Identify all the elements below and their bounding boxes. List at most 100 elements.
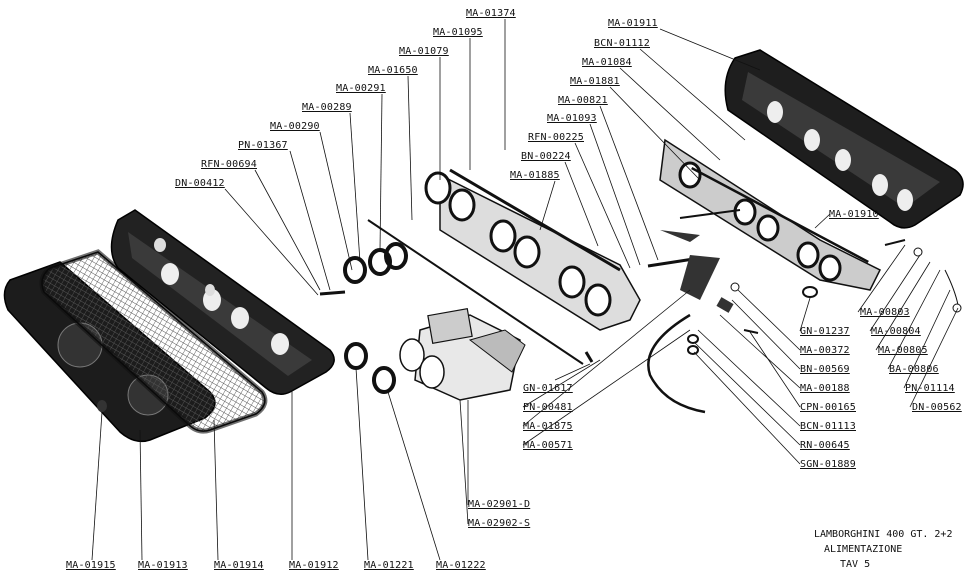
leader-line xyxy=(522,289,691,427)
leader-line xyxy=(887,269,941,370)
leader-line xyxy=(697,329,801,427)
leader-line xyxy=(349,112,361,263)
part-label-pn-00481: PN-00481 xyxy=(523,402,573,413)
leader-line xyxy=(639,48,746,141)
part-label-ma-01913: MA-01913 xyxy=(138,560,188,571)
title-line-model: LAMBORGHINI 400 GT. 2+2 xyxy=(814,529,953,540)
part-label-ma-01881: MA-01881 xyxy=(570,76,620,87)
leader-line xyxy=(522,329,691,446)
air-filter-housing-right xyxy=(724,49,964,229)
leader-line xyxy=(731,299,801,370)
nut-part xyxy=(97,400,107,412)
part-label-bcn-01112: BCN-01112 xyxy=(594,38,650,49)
part-label-ma-01914: MA-01914 xyxy=(214,560,264,571)
part-label-ma-01885: MA-01885 xyxy=(510,170,560,181)
part-label-ma-01910: MA-01910 xyxy=(829,209,879,220)
part-label-bn-00569: BN-00569 xyxy=(800,364,850,375)
part-label-ma-02902-s: MA-02902-S xyxy=(468,518,531,529)
part-label-cpn-00165: CPN-00165 xyxy=(800,402,856,413)
leader-line xyxy=(554,363,591,381)
part-label-ma-02901-d: MA-02901-D xyxy=(468,499,531,510)
leader-line xyxy=(459,399,469,525)
part-label-gn-01237: GN-01237 xyxy=(800,326,850,337)
leader-line xyxy=(91,411,103,561)
leader-lines xyxy=(91,19,959,561)
part-label-ma-01095: MA-01095 xyxy=(433,27,483,38)
part-label-pn-01114: PN-01114 xyxy=(905,383,955,394)
leader-line xyxy=(693,351,801,465)
title-line-section: ALIMENTAZIONE xyxy=(824,544,903,555)
part-label-ma-00571: MA-00571 xyxy=(523,440,573,451)
leader-line xyxy=(909,307,959,408)
part-label-ma-01915: MA-01915 xyxy=(66,560,116,571)
leader-line xyxy=(599,105,659,261)
intake-manifold-right xyxy=(659,138,882,291)
leader-line xyxy=(589,123,641,266)
leader-line xyxy=(254,169,321,291)
leader-line xyxy=(564,161,599,247)
part-label-ma-00803: MA-00803 xyxy=(860,307,910,318)
part-label-ma-01093: MA-01093 xyxy=(547,113,597,124)
leader-line xyxy=(387,391,441,561)
leader-line xyxy=(319,131,353,271)
leader-line xyxy=(693,341,801,446)
title-block: LAMBORGHINI 400 GT. 2+2 ALIMENTAZIONE TA… xyxy=(802,527,952,572)
part-label-gn-01617: GN-01617 xyxy=(523,383,573,394)
part-label-ma-01084: MA-01084 xyxy=(582,57,632,68)
leader-line xyxy=(903,289,951,389)
leader-line xyxy=(609,86,701,181)
leader-line xyxy=(213,419,219,561)
leader-line xyxy=(574,142,631,269)
part-label-ba-00806: BA-00806 xyxy=(889,364,939,375)
leader-line xyxy=(719,314,801,389)
part-label-ma-00372: MA-00372 xyxy=(800,345,850,356)
part-label-rfn-00694: RFN-00694 xyxy=(201,159,257,170)
throttle-cable xyxy=(647,313,706,414)
part-label-rfn-00225: RFN-00225 xyxy=(528,132,584,143)
air-filter-element xyxy=(39,249,268,434)
part-label-ma-00290: MA-00290 xyxy=(270,121,320,132)
leader-line xyxy=(814,213,831,229)
leader-line xyxy=(659,28,761,71)
part-label-ma-01650: MA-01650 xyxy=(368,65,418,76)
part-label-ma-01374: MA-01374 xyxy=(466,8,516,19)
part-label-ma-00291: MA-00291 xyxy=(336,83,386,94)
part-label-pn-01367: PN-01367 xyxy=(238,140,288,151)
intake-manifold-left xyxy=(424,168,641,331)
part-label-dn-00562: DN-00562 xyxy=(912,402,962,413)
leader-line xyxy=(355,367,369,561)
leader-line xyxy=(522,359,601,408)
part-label-rn-00645: RN-00645 xyxy=(800,440,850,451)
part-label-ma-01221: MA-01221 xyxy=(364,560,414,571)
part-label-ma-00821: MA-00821 xyxy=(558,95,608,106)
part-label-ma-01911: MA-01911 xyxy=(608,18,658,29)
carburetor xyxy=(399,308,526,401)
part-label-ma-00805: MA-00805 xyxy=(878,345,928,356)
air-filter-housing xyxy=(110,209,335,395)
part-label-ma-01912: MA-01912 xyxy=(289,560,339,571)
title-line-plate: TAV 5 xyxy=(840,559,871,570)
part-label-dn-00412: DN-00412 xyxy=(175,178,225,189)
part-label-ma-00188: MA-00188 xyxy=(800,383,850,394)
part-label-ma-00289: MA-00289 xyxy=(302,102,352,113)
leader-line xyxy=(875,261,931,351)
throttle-rod xyxy=(367,219,584,365)
part-label-ma-00804: MA-00804 xyxy=(871,326,921,337)
part-label-bn-00224: BN-00224 xyxy=(521,151,571,162)
leader-line xyxy=(539,180,556,231)
leader-line xyxy=(869,254,921,332)
part-label-ma-01222: MA-01222 xyxy=(436,560,486,571)
leader-line xyxy=(289,150,331,291)
leader-line xyxy=(407,75,413,221)
part-label-ma-01875: MA-01875 xyxy=(523,421,573,432)
leader-line xyxy=(619,67,721,161)
leader-line xyxy=(737,289,801,351)
part-label-bcn-01113: BCN-01113 xyxy=(800,421,856,432)
leader-line xyxy=(749,331,801,408)
leader-line xyxy=(857,244,906,313)
leader-line xyxy=(799,297,811,332)
part-label-sgn-01889: SGN-01889 xyxy=(800,459,856,470)
leader-line xyxy=(379,93,383,251)
